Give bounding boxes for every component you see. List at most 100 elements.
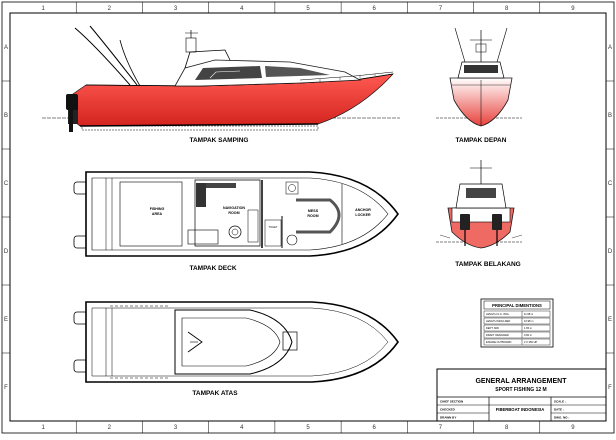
grid-col-top-8: 8	[505, 6, 509, 12]
mess-room-label-2: ROOM	[307, 214, 318, 218]
rear-engine-1	[460, 214, 470, 230]
outboard-engine-side	[66, 94, 78, 110]
principal-row	[483, 310, 551, 318]
grid-rows-left: A B C D E F	[2, 45, 10, 391]
grid-col-bottom-3: 3	[174, 425, 178, 431]
bow-rail	[299, 71, 394, 81]
grid-col-bottom-5: 5	[306, 425, 310, 431]
navigation-room-label-2: ROOM	[228, 211, 239, 215]
grid-row-right-F: F	[608, 385, 612, 391]
cradle	[81, 125, 319, 131]
front-view	[436, 27, 522, 127]
checked-label: CHECKED	[440, 408, 456, 412]
principal-row-label: DEPT. MID	[486, 326, 499, 330]
deck-hull-outline	[85, 171, 399, 257]
fishing-area	[119, 181, 183, 247]
grid-rows-right: A B C D E F	[606, 45, 614, 391]
grid-row-right-A: A	[608, 45, 612, 51]
grid-col-top-9: 9	[571, 6, 575, 12]
principal-row	[483, 324, 551, 332]
company-name: FIBERBOAT INDONESIA	[496, 407, 545, 412]
dwg-no-label: DWG. NO :	[554, 416, 569, 420]
principal-row-value: 0.60 m	[524, 333, 532, 337]
radar-mast	[185, 37, 197, 53]
title-block: GENERAL ARRANGEMENT SPORT FISHING 12 M C…	[436, 368, 607, 422]
grid-row-right-C: C	[608, 181, 613, 187]
principal-title: PRINCIPAL DIMENTIONS	[492, 303, 542, 308]
flybridge-logo	[187, 331, 203, 353]
fore-hatch	[282, 331, 298, 351]
principal-row-label: LENGTH MOULDED	[486, 319, 510, 323]
grid-col-bottom-2: 2	[108, 425, 112, 431]
anchor-locker-label-2: LOCKER	[355, 213, 371, 217]
sink	[286, 234, 298, 246]
grid-row-left-B: B	[4, 113, 8, 119]
anchor-locker-label-1: ANCHOR	[355, 208, 371, 212]
principal-dimensions-table: PRINCIPAL DIMENTIONS LENGTH O.A. INCL.11…	[480, 298, 554, 348]
principal-row	[483, 338, 551, 346]
side-window-2	[265, 66, 330, 77]
fishing-area-label-2: AREA	[152, 212, 163, 216]
principal-row-value: 1.65 m	[524, 326, 532, 330]
side-view-label: TAMPAK SAMPING	[190, 137, 249, 144]
principal-row-value: 10.98 m	[524, 319, 533, 323]
navigation-room-label-1: NAVIGATION	[223, 206, 245, 210]
outrigger-1	[74, 27, 131, 86]
side-view: .	[42, 25, 400, 132]
rear-view	[436, 160, 523, 249]
mess-room-label-1: MESS	[308, 209, 319, 213]
deck-inner-line	[91, 177, 389, 251]
toilet-room	[264, 219, 282, 247]
grid-row-right-D: D	[608, 249, 613, 255]
flybridge-frame	[184, 49, 231, 69]
grid-col-bottom-8: 8	[505, 425, 509, 431]
front-view-label: TAMPAK DEPAN	[456, 137, 507, 144]
grid-row-left-A: A	[4, 45, 8, 51]
grid-row-right-B: B	[608, 113, 612, 119]
grid-row-left-E: E	[4, 317, 8, 323]
rear-engine-2	[492, 214, 502, 230]
mess-seating	[296, 198, 341, 234]
grid-col-top-5: 5	[306, 6, 310, 12]
rear-window	[466, 188, 496, 198]
date-label: DATE :	[554, 408, 564, 412]
deck-view	[73, 171, 399, 257]
toilet-label: TOILET	[268, 225, 277, 229]
front-windshield	[464, 65, 498, 73]
nav-console	[196, 183, 206, 207]
side-window-1	[195, 66, 262, 80]
grid-col-top-3: 3	[174, 6, 178, 12]
outboard-leg	[69, 110, 73, 132]
grid-col-top-4: 4	[240, 6, 244, 12]
top-view-label: TAMPAK ATAS	[192, 390, 238, 397]
title-block-subtitle: SPORT FISHING 12 M	[495, 387, 546, 393]
rear-view-label: TAMPAK BELAKANG	[455, 261, 520, 268]
fishing-area-label-1: FISHING	[150, 207, 165, 211]
principal-row	[483, 317, 551, 325]
grid-col-bottom-9: 9	[571, 425, 575, 431]
grid-row-left-D: D	[4, 249, 9, 255]
grid-row-left-F: F	[4, 385, 8, 391]
nav-bench	[187, 229, 219, 245]
grid-col-bottom-7: 7	[439, 425, 443, 431]
principal-row-label: ENGINE OUTBOARD	[486, 340, 511, 344]
grid-row-right-E: E	[608, 317, 612, 323]
scale-label: SCALE :	[554, 400, 566, 404]
principal-row-value: 2 X 250 HP	[524, 340, 538, 344]
grid-row-left-C: C	[4, 181, 9, 187]
grid-col-bottom-6: 6	[373, 425, 377, 431]
top-view	[73, 301, 399, 383]
drawn-label: DRAWN BY	[440, 416, 456, 420]
title-block-title: GENERAL ARRANGEMENT	[475, 378, 567, 385]
hull-keel	[79, 123, 319, 127]
helm-seat	[228, 225, 242, 239]
chief-section-label: CHIEF SECTION	[440, 400, 463, 404]
principal-row	[483, 331, 551, 339]
principal-row-value: 11.98 m	[524, 312, 533, 316]
grid-col-bottom-4: 4	[240, 425, 244, 431]
